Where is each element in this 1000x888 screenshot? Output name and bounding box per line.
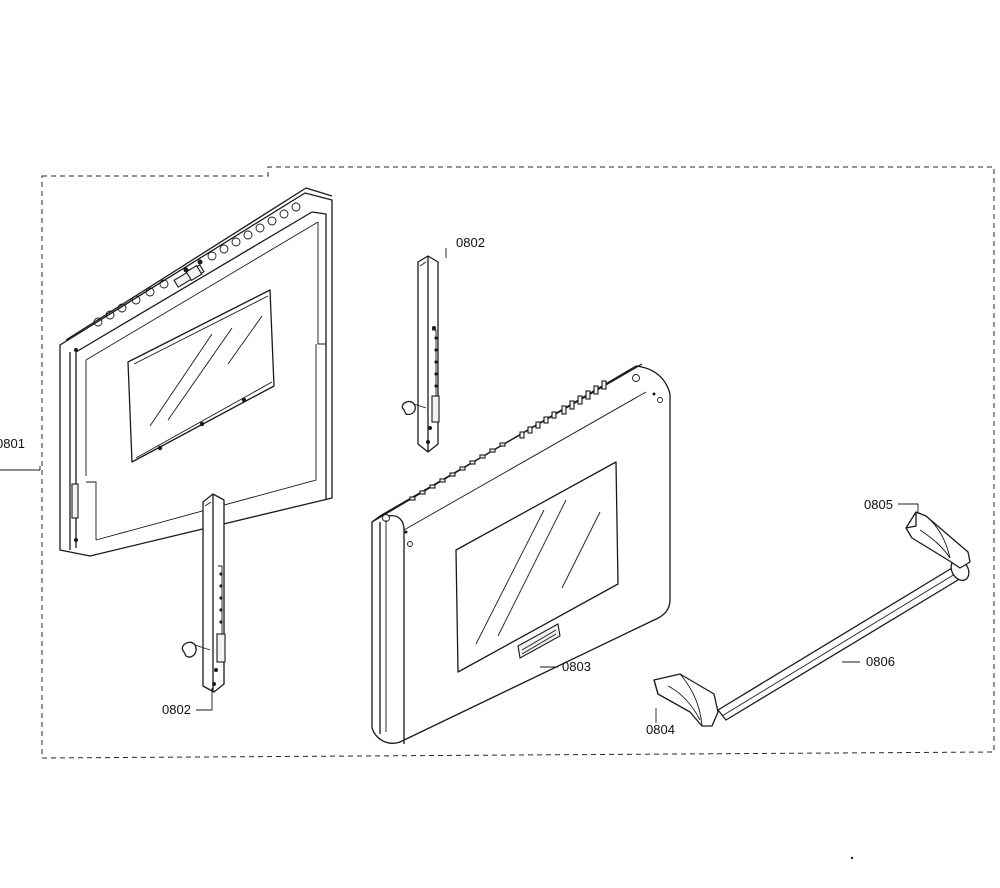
label-0801: 0801 <box>0 436 25 451</box>
handle-end-right[interactable] <box>905 511 971 569</box>
outer-door[interactable] <box>371 363 671 744</box>
label-0802-upper: 0802 <box>456 235 485 250</box>
handle-bar[interactable] <box>717 556 972 721</box>
top-edge-holes <box>93 202 301 327</box>
label-0803: 0803 <box>562 659 591 674</box>
assembly-boundary <box>41 166 995 759</box>
top-vent-slots <box>409 380 607 501</box>
hinge-lower[interactable] <box>181 493 226 693</box>
label-0806: 0806 <box>866 654 895 669</box>
hinge-upper[interactable] <box>401 255 440 453</box>
leader-lines <box>0 248 919 860</box>
label-0804: 0804 <box>646 722 675 737</box>
inner-door-panel[interactable] <box>59 187 333 557</box>
label-0805: 0805 <box>864 497 893 512</box>
label-0802-lower: 0802 <box>162 702 191 717</box>
handle-end-left[interactable] <box>653 673 719 727</box>
brand-plate <box>517 623 561 659</box>
